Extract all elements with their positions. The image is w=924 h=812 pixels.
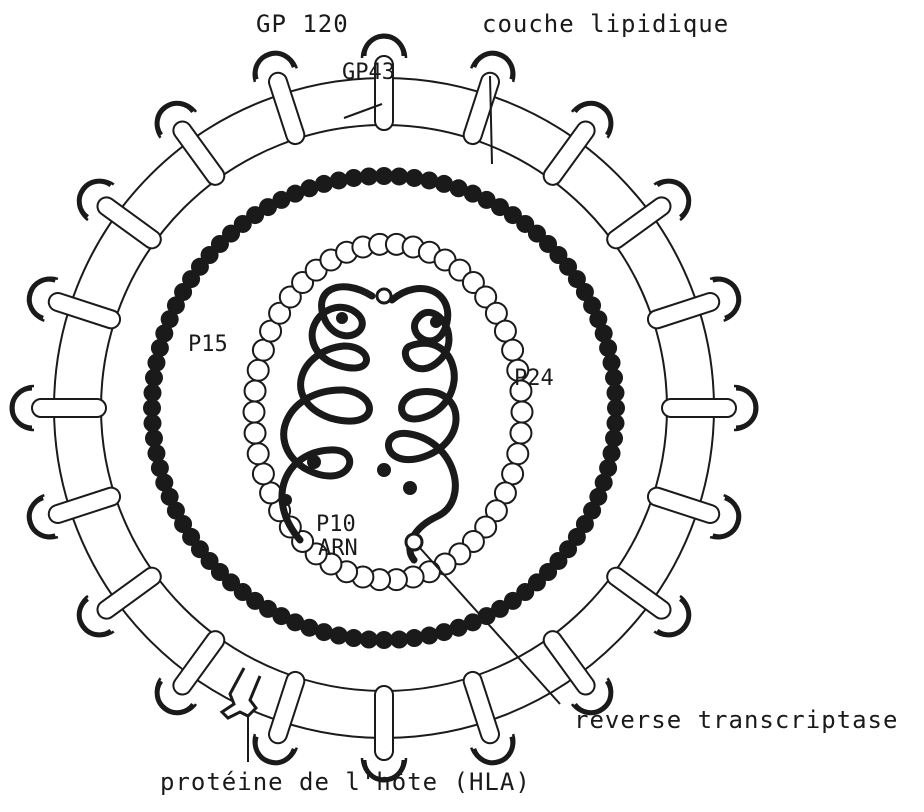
label-p10: P10 bbox=[316, 514, 356, 536]
p15-bead bbox=[607, 384, 625, 402]
p24-capsid-ring bbox=[244, 234, 533, 590]
spike-stem bbox=[604, 194, 674, 252]
label-couche-lipidique: couche lipidique bbox=[482, 12, 729, 36]
p24-bead bbox=[253, 340, 274, 361]
gp120-spike bbox=[148, 620, 239, 722]
spike-stem bbox=[46, 291, 122, 331]
spike-stem bbox=[94, 194, 164, 252]
p24-bead bbox=[245, 380, 266, 401]
label-gp43: GP43 bbox=[342, 62, 395, 84]
rt-dot-5 bbox=[403, 481, 417, 495]
arn-strand-left bbox=[282, 287, 372, 540]
rt-dot-2 bbox=[430, 316, 442, 328]
p24-bead bbox=[260, 482, 281, 503]
reverse-transcriptase-knob bbox=[406, 534, 422, 550]
gp120-spike bbox=[662, 386, 756, 430]
p15-bead bbox=[147, 444, 165, 462]
gp120-spike bbox=[70, 554, 172, 645]
label-p15: P15 bbox=[188, 334, 228, 356]
arn-strand-right bbox=[388, 289, 456, 560]
p24-bead bbox=[495, 321, 516, 342]
label-arn: ARN bbox=[318, 538, 358, 560]
gp120-spike bbox=[148, 94, 239, 196]
spike-stem bbox=[646, 485, 722, 525]
gp120-spike bbox=[596, 172, 698, 263]
gp120-spike bbox=[362, 686, 406, 780]
spike-stem bbox=[267, 70, 307, 146]
gp120-spike bbox=[530, 94, 621, 196]
label-proteine-hote: protéine de l'hôte (HLA) bbox=[160, 770, 531, 794]
spike-stem bbox=[662, 399, 736, 417]
p24-bead bbox=[512, 402, 533, 423]
spike-cap-rim bbox=[12, 388, 32, 428]
spike-stem bbox=[461, 70, 501, 146]
p24-bead bbox=[248, 360, 269, 381]
p15-bead bbox=[405, 169, 423, 187]
p24-bead bbox=[253, 463, 274, 484]
p15-bead bbox=[605, 429, 623, 447]
spike-stem bbox=[46, 485, 122, 525]
spike-stem bbox=[267, 670, 307, 746]
spike-cap-rim bbox=[736, 388, 756, 428]
label-p24: P24 bbox=[514, 368, 554, 390]
spike-stem bbox=[461, 670, 501, 746]
gp120-spikes bbox=[12, 36, 756, 780]
host-protein-hla bbox=[222, 668, 260, 718]
p24-bead bbox=[507, 443, 528, 464]
p15-bead bbox=[420, 627, 438, 645]
gp120-spike bbox=[596, 554, 698, 645]
p24-bead bbox=[502, 340, 523, 361]
p15-bead bbox=[345, 629, 363, 647]
rt-dot-6 bbox=[280, 494, 292, 506]
rna-knob-top bbox=[377, 289, 391, 303]
p15-bead bbox=[145, 369, 163, 387]
spike-stem bbox=[540, 628, 598, 698]
p15-bead bbox=[603, 354, 621, 372]
rt-dot-3 bbox=[307, 455, 321, 469]
spike-stem bbox=[540, 118, 598, 188]
p24-bead bbox=[502, 463, 523, 484]
lipid-layer-inner bbox=[101, 125, 667, 691]
p24-bead bbox=[245, 423, 266, 444]
p24-bead bbox=[248, 443, 269, 464]
spike-stem bbox=[94, 564, 164, 622]
gp120-spike bbox=[12, 386, 106, 430]
rt-dot-1 bbox=[336, 312, 348, 324]
p24-bead bbox=[244, 402, 265, 423]
spike-stem bbox=[170, 628, 228, 698]
p15-bead bbox=[330, 171, 348, 189]
spike-stem bbox=[646, 291, 722, 331]
label-reverse-transcriptase: reverse transcriptase bbox=[574, 708, 898, 732]
spike-stem bbox=[604, 564, 674, 622]
spike-cap-rim bbox=[364, 36, 404, 56]
spike-stem bbox=[375, 686, 393, 760]
label-gp120: GP 120 bbox=[256, 12, 349, 36]
spike-stem bbox=[170, 118, 228, 188]
arn-strands bbox=[282, 287, 456, 560]
p24-bead bbox=[510, 423, 531, 444]
gp120-spike bbox=[70, 172, 172, 263]
rt-dot-4 bbox=[377, 463, 391, 477]
spike-stem bbox=[32, 399, 106, 417]
